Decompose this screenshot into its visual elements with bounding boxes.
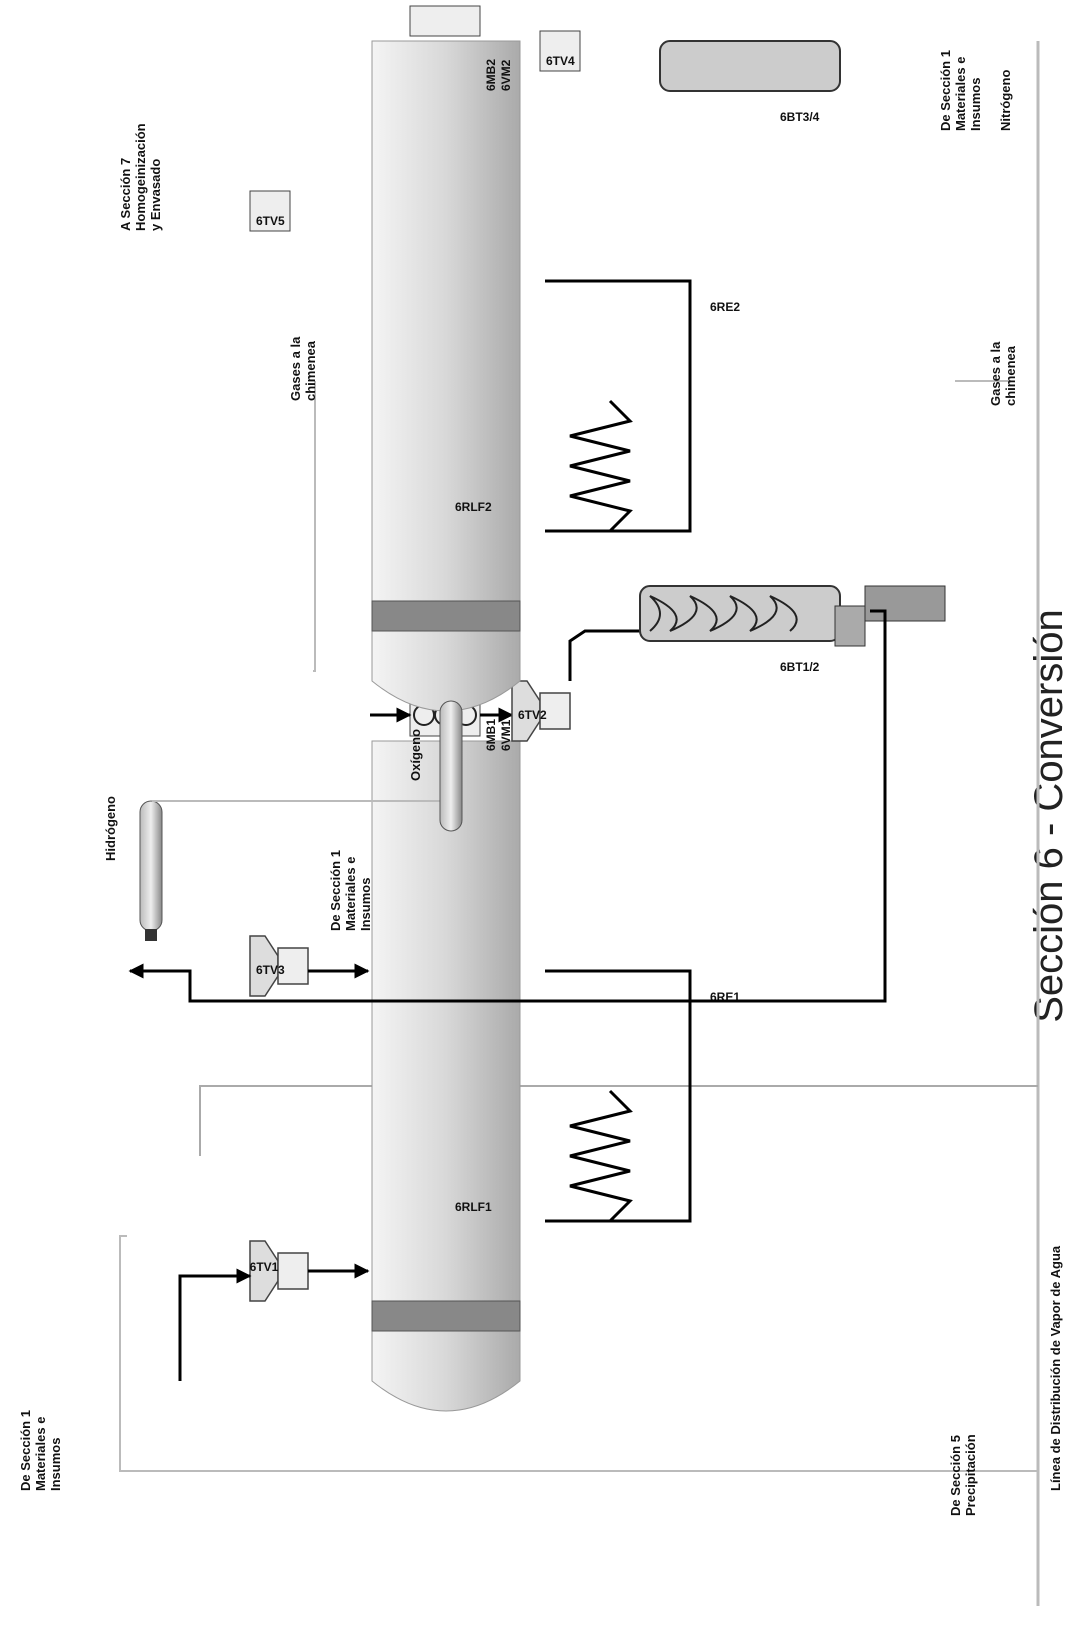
hydrogen-cylinder: Hidrógeno xyxy=(103,796,162,941)
hopper-6tv2: 6TV2 xyxy=(512,681,570,741)
steam-branch-2 xyxy=(200,1086,1038,1156)
reactor-6rlf2: 6RLF2 xyxy=(372,41,520,711)
svg-text:6TV4: 6TV4 xyxy=(546,54,575,68)
svg-text:6BT1/2: 6BT1/2 xyxy=(780,660,820,674)
svg-text:6TV2: 6TV2 xyxy=(518,708,547,722)
svg-text:Hidrógeno: Hidrógeno xyxy=(103,796,118,861)
from-section1-label-a: De Sección 1 Materiales e Insumos xyxy=(18,1406,63,1491)
mill-6mb2-label: 6MB2 6VM2 xyxy=(484,56,513,91)
svg-text:6RE2: 6RE2 xyxy=(710,300,740,314)
hopper-6tv1: 6TV1 xyxy=(250,1241,308,1301)
return-line-bt12 xyxy=(870,611,885,1001)
svg-text:6BT3/4: 6BT3/4 xyxy=(780,110,820,124)
svg-text:6RLF2: 6RLF2 xyxy=(455,500,492,514)
to-section7-label: A Sección 7 Homogeinización y Envasado xyxy=(118,120,163,231)
hopper-6tv3: 6TV3 xyxy=(250,936,308,996)
conveyor-6bt12: 6BT1/2 xyxy=(640,586,945,674)
reactor-6rlf1: 6RLF1 xyxy=(372,741,520,1411)
page-title: Sección 6 - Conversión xyxy=(1027,609,1071,1023)
from-section1-label-b: De Sección 1 Materiales e Insumos xyxy=(328,846,373,931)
gases-label-2: Gases a la chimenea xyxy=(288,333,318,401)
mill-6mb1-label: 6MB1 6VM1 xyxy=(484,716,513,751)
nitrogen-label: Nitrógeno xyxy=(998,70,1013,131)
mill-6mb2 xyxy=(410,6,480,36)
steam-line-label: Línea de Distribución de Vapor de Agua xyxy=(1048,1245,1063,1491)
svg-text:6TV3: 6TV3 xyxy=(256,963,285,977)
conveyor-6bt34: 6BT3/4 xyxy=(660,41,840,124)
svg-text:6RLF1: 6RLF1 xyxy=(455,1200,492,1214)
gases-label-1: Gases a la chimenea xyxy=(988,338,1018,406)
heater-6re1: 6RE1 xyxy=(545,971,740,1221)
svg-text:Oxígeno: Oxígeno xyxy=(408,729,423,781)
from-section1-label-c: De Sección 1 Materiales e Insumos xyxy=(938,46,983,131)
heater-6re2: 6RE2 xyxy=(545,281,740,531)
from-section5-label: De Sección 5 Precipitación xyxy=(948,1431,978,1516)
hopper-6tv4: 6TV4 xyxy=(540,31,580,71)
svg-text:6TV1: 6TV1 xyxy=(250,1260,279,1274)
hopper-6tv5: 6TV5 xyxy=(250,191,290,231)
chimney-gas-line-2 xyxy=(313,381,315,671)
svg-text:6TV5: 6TV5 xyxy=(256,214,285,228)
feed-line-sec5 xyxy=(180,1276,192,1381)
